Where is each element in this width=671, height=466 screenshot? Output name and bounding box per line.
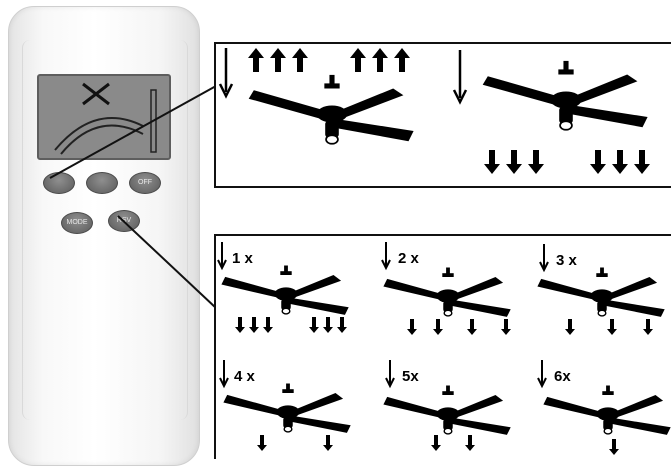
speed-5-label: 5x [402,368,419,385]
direction-diagram [218,48,650,174]
fan-speed-4-icon [222,382,352,434]
fan-speed-5-icon [382,384,512,436]
speed-3-label: 3 x [556,252,577,269]
speed-button-label: RSV [116,217,132,224]
fan-speed-3-icon [536,266,666,318]
speed-button[interactable]: RSV [108,210,140,232]
speed-panel: 1 x 2 x 3 x 4 x 5x 6x [214,234,671,459]
fan-upward-icon [247,74,415,145]
fan-speed-2-icon [382,266,512,318]
remote-lcd-display [37,74,171,160]
speed-1-label: 1 x [232,250,253,267]
off-button-label: OFF [138,179,152,186]
fan-speed-6-icon [542,384,671,436]
direction-panel [214,42,671,188]
remote-control: OFF MODE RSV [8,6,200,466]
mode-button-label: MODE [66,219,88,226]
speed-4-label: 4 x [234,368,255,385]
off-button[interactable]: OFF [129,172,161,194]
mode-button[interactable]: MODE [61,212,93,234]
speed-6-label: 6x [554,368,571,385]
down-arrows [484,150,650,174]
fan-speed-1-icon [220,264,350,316]
fan-downward-icon [481,60,649,131]
speed-2-label: 2 x [398,250,419,267]
fan-direction-button[interactable] [43,172,75,194]
light-button[interactable] [86,172,118,194]
speed-diagram [217,241,671,455]
lcd-icons [54,82,157,155]
up-arrows [248,48,410,72]
